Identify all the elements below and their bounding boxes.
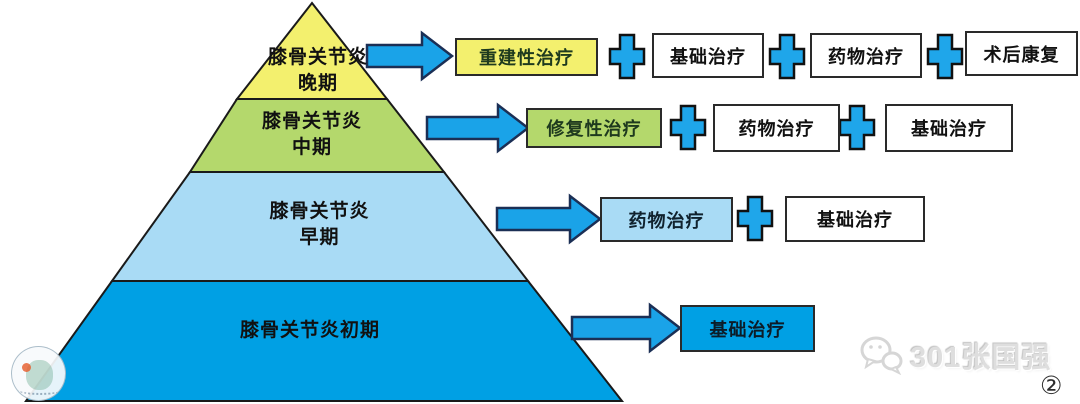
plus-icon (608, 33, 646, 80)
arrow-early-to-treatment (495, 193, 603, 245)
plus-icon (669, 104, 707, 151)
treatment-box-label: 基础治疗 (670, 46, 746, 67)
treatment-box-label: 基础治疗 (911, 119, 987, 139)
plus-icon (926, 33, 964, 80)
treatment-box-basic: 基础治疗 (785, 196, 925, 242)
pyramid-label-early: 膝骨关节炎 早期 (237, 199, 402, 251)
pyramid-label-late-line1: 膝骨关节炎 (267, 47, 368, 68)
pyramid-label-middle-line2: 中期 (291, 137, 332, 158)
wechat-icon (860, 336, 903, 375)
treatment-box-label: 药物治疗 (738, 119, 815, 139)
pyramid-label-middle-line1: 膝骨关节炎 (261, 111, 362, 132)
treatment-box-basic: 基础治疗 (680, 305, 815, 352)
treatment-box-label: 药物治疗 (828, 46, 904, 67)
watermark-text: 301张国强 (910, 342, 1052, 374)
logo-red-mark (22, 363, 31, 372)
treatment-box-drug: 药物治疗 (713, 104, 840, 152)
hospital-logo (11, 346, 66, 401)
pyramid-label-middle: 膝骨关节炎 中期 (232, 109, 392, 161)
pyramid-label-early-line1: 膝骨关节炎 (269, 201, 370, 222)
treatment-box-drug: 药物治疗 (600, 197, 733, 242)
pyramid-label-late-line2: 晚期 (297, 73, 338, 94)
plus-icon (838, 104, 876, 151)
treatment-box-label: 药物治疗 (628, 210, 705, 231)
plus-icon (768, 33, 806, 80)
pyramid-label-early-line2: 早期 (299, 227, 340, 248)
arrow-late-to-treatment (365, 30, 455, 82)
treatment-box-label: 修复性治疗 (546, 119, 642, 139)
pyramid-label-late: 膝骨关节炎 晚期 (238, 45, 398, 97)
treatment-box-basic: 基础治疗 (652, 33, 764, 78)
treatment-box-label: 基础治疗 (709, 319, 786, 340)
treatment-box-label: 基础治疗 (817, 210, 893, 230)
plus-icons (608, 33, 964, 242)
treatment-box-postop-rehab: 术后康复 (965, 31, 1078, 76)
treatment-box-label: 重建性治疗 (479, 48, 574, 68)
treatment-box-label: 术后康复 (983, 44, 1060, 65)
watermark: 301张国强 (858, 334, 1051, 376)
treatment-box-basic: 基础治疗 (885, 104, 1013, 152)
pyramid-label-initial: 膝骨关节炎初期 (210, 318, 410, 344)
treatment-box-drug: 药物治疗 (810, 33, 922, 78)
arrow-middle-to-treatment (425, 102, 531, 154)
pyramid-label-initial-line1: 膝骨关节炎初期 (239, 320, 380, 341)
logo-ring-text (18, 385, 62, 395)
arrow-initial-to-treatment (570, 302, 683, 354)
treatment-box-restorative: 修复性治疗 (526, 108, 662, 148)
page-number: ② (1040, 371, 1063, 400)
plus-icon (736, 195, 774, 242)
treatment-box-reconstructive: 重建性治疗 (455, 38, 598, 76)
